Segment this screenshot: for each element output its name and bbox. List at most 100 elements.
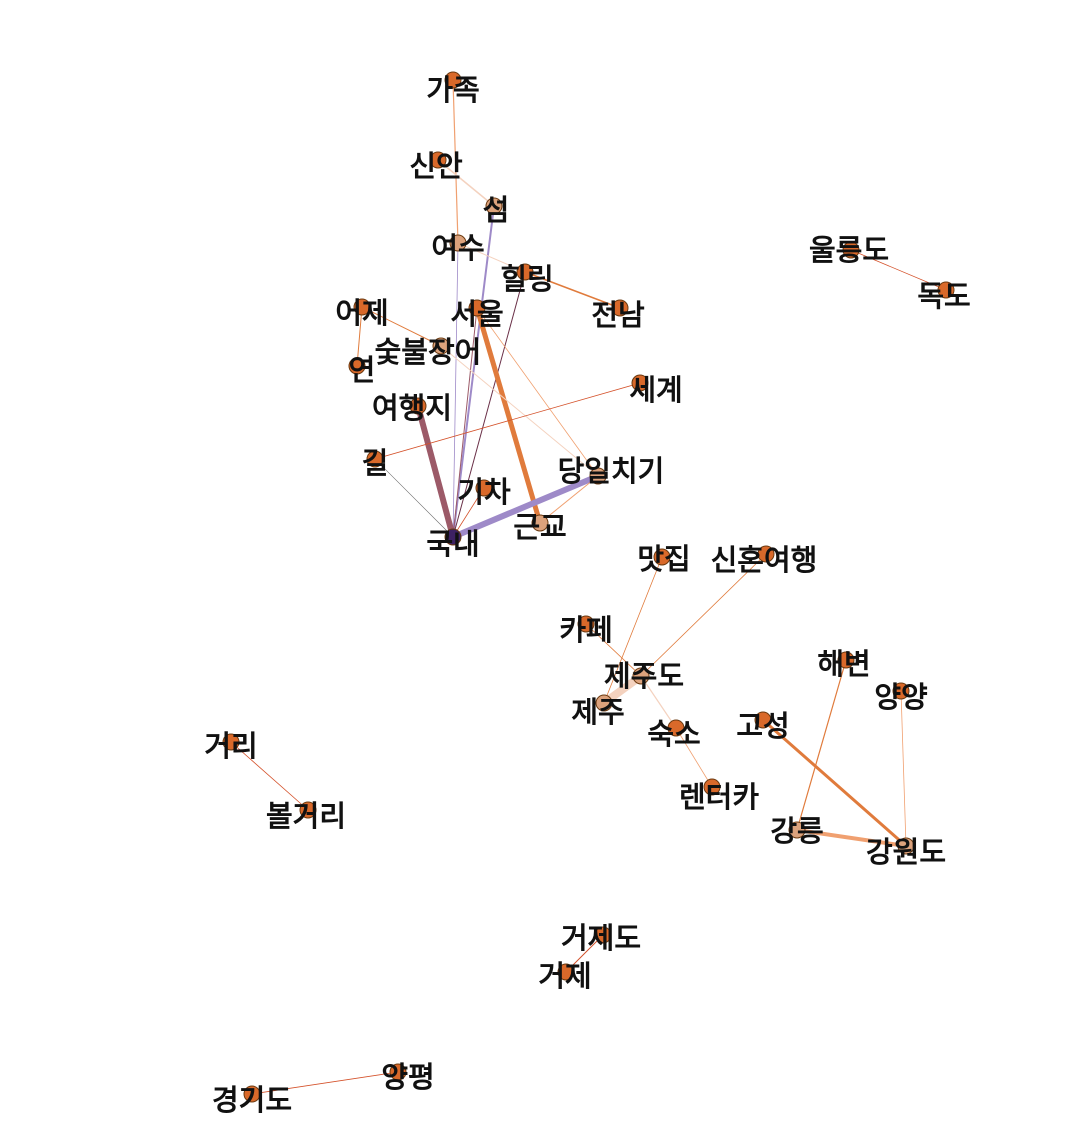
- node-label-신안: 신안: [409, 149, 463, 183]
- node-dot-제주도: [632, 667, 650, 685]
- node-label-근교: 근교: [513, 510, 566, 544]
- node-dot-맛집: [653, 548, 671, 566]
- node-label-섬: 섬: [483, 193, 510, 227]
- node-label-가족: 가족: [426, 73, 479, 107]
- node-label-렌터카: 렌터카: [679, 780, 759, 814]
- node-label-숯불장어: 숯불장어: [375, 335, 482, 369]
- edge-서울-당일치기: [476, 307, 599, 477]
- edge-거제도-거제: [565, 934, 604, 973]
- node-dot-신안: [429, 151, 447, 169]
- node-dot-경기도: [243, 1085, 261, 1103]
- edge-양양-강원도: [900, 690, 907, 847]
- node-dot-강릉: [788, 821, 806, 839]
- node-label-제주: 제주: [571, 695, 624, 729]
- node-dot-울릉도: [842, 241, 860, 259]
- edges-layer: [230, 79, 947, 1095]
- edge-거리-볼거리: [230, 741, 309, 811]
- edge-숯불장어-당일치기: [440, 345, 599, 477]
- node-label-울릉도: 울릉도: [809, 233, 889, 267]
- node-label-거제도: 거제도: [561, 921, 641, 955]
- node-label-신혼여행: 신혼여행: [711, 543, 818, 577]
- node-label-강릉: 강릉: [770, 814, 823, 848]
- edge-신혼여행-제주도: [640, 553, 767, 677]
- node-dot-세계: [631, 374, 649, 392]
- edge-어제-숯불장어: [361, 306, 442, 347]
- node-label-고성: 고성: [736, 709, 789, 743]
- node-dot-양양: [892, 682, 910, 700]
- node-label-제주도: 제주도: [604, 659, 684, 693]
- edge-여행지-국내: [415, 403, 456, 540]
- node-label-숙소: 숙소: [647, 717, 700, 751]
- node-label-해변: 해변: [817, 647, 870, 681]
- edge-서울-국내: [452, 307, 478, 538]
- edge-당일치기-근교: [539, 475, 599, 524]
- node-dot-여행지: [409, 397, 427, 415]
- node-dot-거리: [222, 733, 240, 751]
- node-dot-볼거리: [299, 801, 317, 819]
- node-dot-제주: [595, 694, 613, 712]
- node-label-양평: 양평: [381, 1060, 434, 1094]
- node-dot-강원도: [897, 837, 915, 855]
- node-dot-여수: [449, 234, 467, 252]
- node-label-길: 길: [362, 446, 389, 480]
- node-label-양양: 양양: [874, 680, 928, 714]
- node-label-어제: 어제: [335, 296, 388, 330]
- node-dot-숯불장어: [432, 337, 450, 355]
- node-label-맛집: 맛집: [637, 542, 690, 576]
- node-dot-해변: [837, 651, 855, 669]
- edge-맛집-제주: [603, 556, 663, 704]
- node-dot-어제: [353, 298, 371, 316]
- edge-여수-국내: [452, 242, 459, 538]
- node-label-독도: 독도: [917, 279, 970, 313]
- node-dot-카페: [577, 615, 595, 633]
- node-label-당일치기: 당일치기: [558, 454, 665, 488]
- node-label-연: 연: [349, 353, 376, 387]
- node-label-거제: 거제: [538, 959, 591, 993]
- node-label-여행지: 여행지: [372, 391, 452, 425]
- node-label-경기도: 경기도: [212, 1083, 292, 1117]
- edge-숙소-렌터카: [675, 727, 713, 788]
- edge-카페-제주도: [585, 623, 642, 677]
- edge-강릉-강원도: [795, 828, 908, 848]
- edge-울릉도-독도: [850, 249, 947, 291]
- node-dot-렌터카: [703, 778, 721, 796]
- edge-기차-국내: [452, 487, 485, 538]
- node-label-서울: 서울: [450, 297, 503, 331]
- node-dot-기차: [475, 479, 493, 497]
- edge-어제-연: [356, 306, 363, 367]
- node-dot-독도: [937, 281, 955, 299]
- edge-가족-여수: [452, 79, 459, 244]
- edge-세계-길: [374, 382, 641, 460]
- edge-서울-근교: [474, 305, 543, 526]
- node-dot-전남: [611, 299, 629, 317]
- node-label-거리: 거리: [204, 729, 257, 763]
- node-label-전남: 전남: [591, 298, 645, 332]
- node-dot-거제: [557, 963, 575, 981]
- edge-여수-힐링: [457, 242, 526, 273]
- node-label-기차: 기차: [457, 475, 511, 509]
- node-label-여수: 여수: [431, 231, 484, 265]
- node-label-카페: 카페: [559, 613, 612, 647]
- node-dot-양평: [389, 1063, 407, 1081]
- node-dot-근교: [531, 514, 549, 532]
- edge-해변-강릉: [796, 659, 847, 831]
- edge-힐링-전남: [524, 271, 621, 309]
- node-label-세계: 세계: [629, 373, 682, 407]
- edge-고성-강원도: [761, 718, 908, 848]
- node-label-힐링: 힐링: [500, 262, 553, 296]
- node-dot-섬: [485, 197, 503, 215]
- edge-양평-경기도: [251, 1071, 399, 1095]
- node-dot-연: [348, 357, 366, 375]
- node-dot-길: [366, 450, 384, 468]
- node-dot-고성: [754, 711, 772, 729]
- node-dot-국내: [444, 528, 462, 546]
- node-dot-서울: [468, 299, 486, 317]
- edge-당일치기-국내: [450, 473, 601, 540]
- edge-힐링-국내: [452, 271, 526, 538]
- node-label-볼거리: 볼거리: [266, 799, 346, 833]
- node-dot-당일치기: [589, 467, 607, 485]
- node-dot-거제도: [594, 926, 612, 944]
- node-label-강원도: 강원도: [866, 835, 946, 869]
